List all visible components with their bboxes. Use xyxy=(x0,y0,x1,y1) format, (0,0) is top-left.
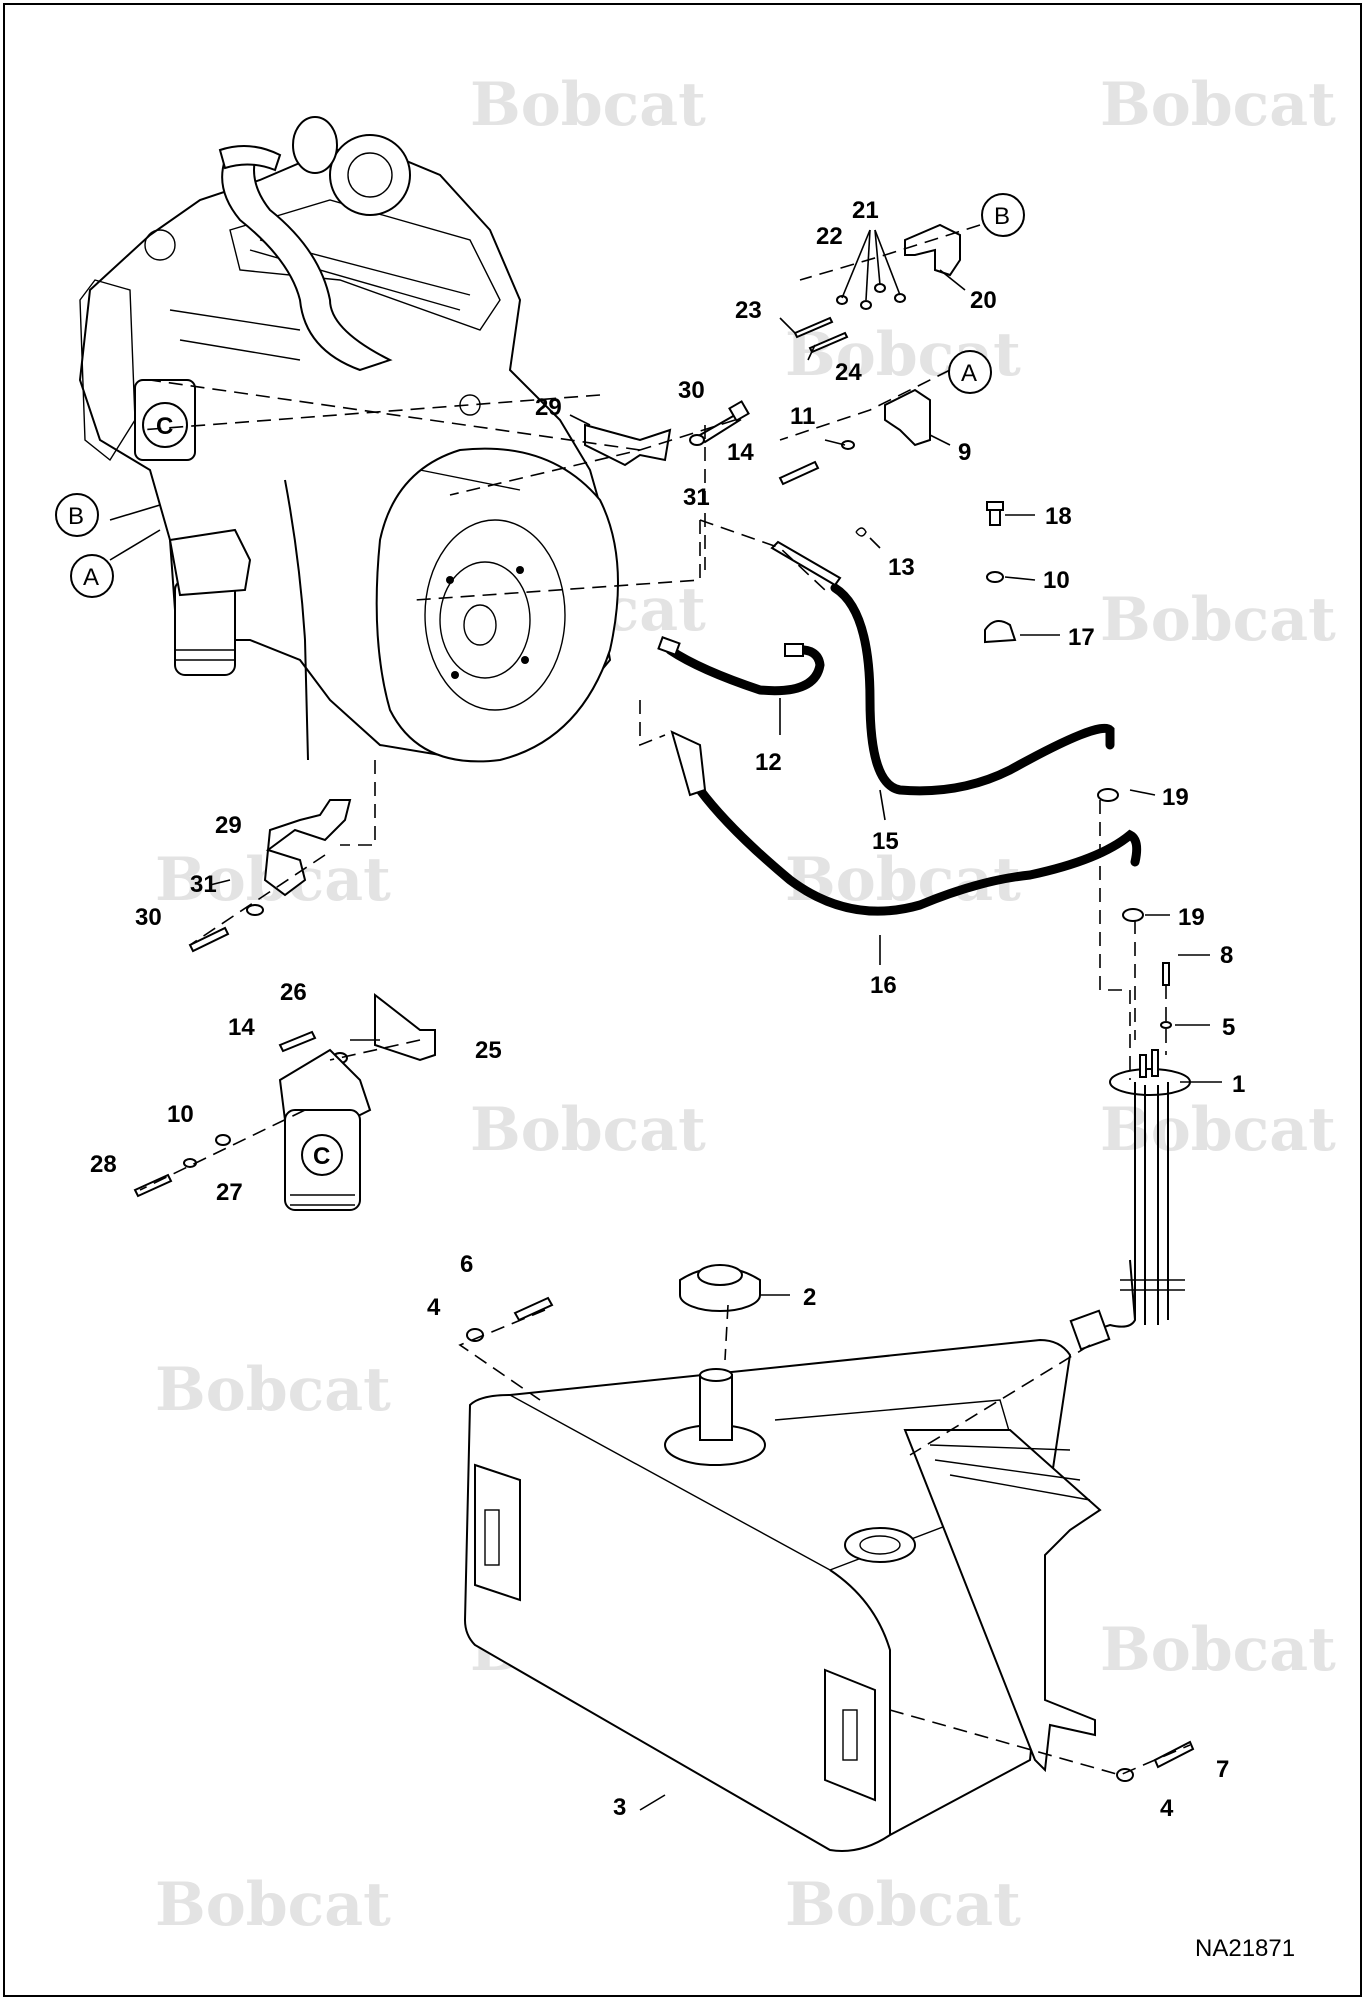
fuel-cap-2 xyxy=(679,1264,761,1312)
part-label-8: 8 xyxy=(1220,942,1233,969)
watermark: Bobcat xyxy=(1100,1615,1336,1685)
watermark: Bobcat xyxy=(1100,1095,1336,1165)
part-label-6: 6 xyxy=(460,1251,473,1278)
watermark: Bobcat xyxy=(155,1355,391,1425)
fuel-sender-1 xyxy=(1069,1049,1191,1351)
figure-code: NA21871 xyxy=(1195,1935,1295,1962)
clamp-19-upper xyxy=(1097,788,1119,802)
washer-5 xyxy=(1160,1021,1172,1029)
washer-10-lower xyxy=(215,1134,231,1146)
part-label-11: 11 xyxy=(790,403,815,430)
washer-31-lower xyxy=(246,904,264,916)
callout-c-label: C xyxy=(156,413,173,440)
part-label-12: 12 xyxy=(755,749,782,776)
watermark: Bobcat xyxy=(470,70,706,140)
screw-8 xyxy=(1162,962,1170,986)
part-label-31: 31 xyxy=(683,484,710,511)
part-label-1: 1 xyxy=(1232,1071,1245,1098)
fuel-tank-3 xyxy=(463,1338,1102,1852)
part-label-24: 24 xyxy=(835,359,862,386)
part-label-14: 14 xyxy=(228,1014,255,1041)
bracket-29-upper xyxy=(584,423,672,467)
part-label-29: 29 xyxy=(535,394,562,421)
leader-lines xyxy=(109,229,1222,1811)
bracket-9 xyxy=(884,388,931,447)
part-label-16: 16 xyxy=(870,972,897,999)
bracket-29-lower xyxy=(263,799,352,897)
part-label-17: 17 xyxy=(1068,624,1095,651)
bolt-28 xyxy=(133,1173,173,1198)
part-label-25: 25 xyxy=(475,1037,502,1064)
bolt-14-lower xyxy=(278,1030,317,1053)
part-label-4: 4 xyxy=(427,1294,441,1321)
part-label-28: 28 xyxy=(90,1151,117,1178)
fastener-set-21-24 xyxy=(793,283,906,354)
part-label-26: 26 xyxy=(280,979,307,1006)
watermark: Bobcat xyxy=(1100,585,1336,655)
bracket-25 xyxy=(374,992,436,1062)
callout-a-left: A xyxy=(83,564,99,591)
hose-16 xyxy=(670,730,1142,916)
part-label-19: 19 xyxy=(1178,904,1205,931)
part-label-13: 13 xyxy=(888,554,915,581)
part-label-29: 29 xyxy=(215,812,242,839)
bolt-6 xyxy=(513,1296,554,1322)
part-label-27: 27 xyxy=(216,1179,243,1206)
assembly-lines xyxy=(139,224,1191,1776)
callout-circles: B A B A xyxy=(55,193,1025,598)
clip-13 xyxy=(855,527,867,537)
bolt-14-upper xyxy=(778,460,820,486)
part-label-9: 9 xyxy=(958,439,971,466)
part-label-10: 10 xyxy=(1043,567,1070,594)
fuel-filter-c-lower: C xyxy=(278,1048,372,1211)
hose-15 xyxy=(770,540,1115,796)
part-label-19: 19 xyxy=(1162,784,1189,811)
clamp-19-lower xyxy=(1122,908,1144,922)
bolt-7 xyxy=(1153,1740,1195,1769)
watermark: Bobcat xyxy=(1100,70,1336,140)
bolt-18-head xyxy=(986,501,1004,511)
bolt-30-lower xyxy=(188,926,230,953)
part-label-30: 30 xyxy=(135,904,162,931)
callout-b-left: B xyxy=(68,503,84,530)
watermark: Bobcat xyxy=(470,1095,706,1165)
bracket-20 xyxy=(904,223,961,277)
part-label-3: 3 xyxy=(613,1794,626,1821)
part-label-20: 20 xyxy=(970,287,997,314)
part-label-22: 22 xyxy=(816,223,843,250)
part-label-2: 2 xyxy=(803,1284,816,1311)
engine-assembly: C xyxy=(78,116,619,763)
part-label-5: 5 xyxy=(1222,1014,1235,1041)
part-label-7: 7 xyxy=(1216,1756,1229,1783)
part-label-15: 15 xyxy=(872,828,899,855)
part-label-31: 31 xyxy=(190,871,217,898)
clamp-17 xyxy=(984,620,1017,644)
frame-border xyxy=(3,3,1362,1997)
watermark: Bobcat xyxy=(785,1870,1021,1940)
washer-10-upper xyxy=(986,571,1004,583)
callout-a-right: A xyxy=(961,360,977,387)
watermark: Bobcat xyxy=(155,1870,391,1940)
part-label-10: 10 xyxy=(167,1101,194,1128)
callout-b-top: B xyxy=(994,203,1010,230)
part-label-4: 4 xyxy=(1160,1795,1174,1822)
part-labels: 1 2 3 4 4 5 6 7 8 9 10 10 11 12 13 14 14… xyxy=(90,197,1245,1822)
part-label-23: 23 xyxy=(735,297,762,324)
callout-c-filter: C xyxy=(313,1143,330,1170)
hose-12 xyxy=(657,636,825,696)
part-label-30: 30 xyxy=(678,377,705,404)
part-label-21: 21 xyxy=(852,197,879,224)
part-label-18: 18 xyxy=(1045,503,1072,530)
part-label-14: 14 xyxy=(727,439,754,466)
